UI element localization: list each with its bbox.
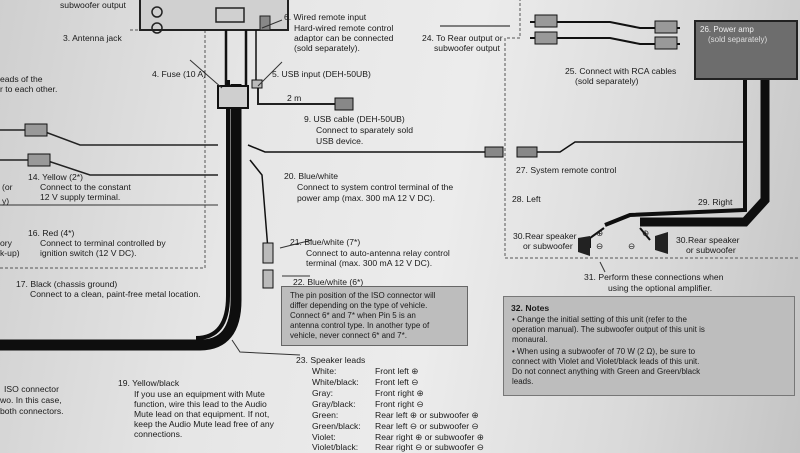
iso-note-line: vehicle, never connect 6* and 7*. [290,331,407,340]
red-lead-desc2: ignition switch (12 V DC). [40,248,137,258]
usb-cable-desc2: USB device. [316,136,364,146]
black-lead-desc: Connect to a clean, paint-free metal loc… [30,289,201,299]
iso-note-line: Connect 6* and 7* when Pin 5 is an [290,311,416,320]
wired-remote-title: 6. Wired remote input [284,12,367,22]
notes-line: Do not connect anything with Green and G… [512,367,701,376]
wired-remote-desc2: adaptor can be connected [294,33,394,43]
iso-note-box: The pin position of the ISO connector wi… [281,286,468,346]
left-fragment-each-other: r to each other. [0,84,58,94]
left-fragment-leads: eads of the [0,74,43,84]
speaker-lead-color: White/black: [312,377,359,387]
minus-terminal-left: ⊖ [596,241,604,251]
antenna-jack-label: 3. Antenna jack [63,33,122,43]
rear-right-speaker-label1: 30.Rear speaker [676,235,740,245]
rca-cables-label2: (sold separately) [575,76,639,86]
usb-cable-title: 9. USB cable (DEH-50UB) [304,114,405,124]
notes-line: • Change the initial setting of this uni… [512,315,687,324]
yellow-black-desc: Mute lead on that equipment. If not, [134,409,270,419]
wired-remote-desc3: (sold separately). [294,43,360,53]
iso-note-line: The pin position of the ISO connector wi… [290,291,436,300]
blue-white-7-desc1: Connect to auto-antenna relay control [306,248,450,258]
speaker-lead-desc: Front left ⊕ [375,366,419,376]
red-lead-title: 16. Red (4*) [28,228,75,238]
speaker-lead-desc: Rear right ⊕ or subwoofer ⊕ [375,432,484,442]
usb-cable-length: 2 m [287,93,302,103]
notes-line: • When using a subwoofer of 70 W (2 Ω), … [512,347,696,356]
red-lead-desc1: Connect to terminal controlled by [40,238,166,248]
power-amp-box [694,20,798,80]
power-amp-label2: (sold separately) [708,35,768,44]
left-fragment-or: (or [2,182,13,192]
notes-line: monaural. [512,335,548,344]
left-fragment-y: y) [2,196,10,206]
blue-white-20-desc2: power amp (max. 300 mA 12 V DC). [297,193,436,203]
speaker-lead-desc: Front left ⊖ [375,377,419,387]
right-speaker-label: 29. Right [698,197,733,207]
blue-white-7-desc2: terminal (max. 300 mA 12 V DC). [306,258,433,268]
rear-output-label1: 24. To Rear output or [422,33,503,43]
subwoofer-output-label: subwoofer output [60,0,126,10]
plus-terminal-right: ⊕ [642,228,650,238]
speaker-lead-desc: Front right ⊕ [375,388,424,398]
yellow-lead-title: 14. Yellow (2*) [28,172,83,182]
rca-cables-label1: 25. Connect with RCA cables [565,66,677,76]
iso-note-line: differ depending on the type of vehicle. [290,301,428,310]
blue-white-20-desc1: Connect to system control terminal of th… [297,182,454,192]
blue-white-20-title: 20. Blue/white [284,171,338,181]
speaker-lead-color: White: [312,366,337,376]
iso-connector-frag: ISO connector [4,384,59,394]
iso-two-frag: wo. In this case, [0,395,62,405]
optional-amp-note2: using the optional amplifier. [608,283,713,293]
rear-right-speaker-label2: or subwoofer [686,245,736,255]
yellow-black-desc: keep the Audio Mute lead free of any [134,419,274,429]
blue-white-7-title: 21. Blue/white (7*) [290,237,361,247]
rear-output-label2: subwoofer output [434,43,500,53]
notes-title: 32. Notes [511,303,550,313]
speaker-leads-title: 23. Speaker leads [296,355,366,365]
optional-amp-note1: 31. Perform these connections when [584,272,724,282]
black-lead-title: 17. Black (chassis ground) [16,279,118,289]
speaker-lead-desc: Rear right ⊖ or subwoofer ⊖ [375,442,484,452]
yellow-lead-desc1: Connect to the constant [40,182,131,192]
speaker-lead-color: Green/black: [312,421,361,431]
wired-remote-desc1: Hard-wired remote control [294,23,394,33]
yellow-lead-desc2: 12 V supply terminal. [40,192,121,202]
plus-terminal-left: ⊕ [596,228,604,238]
left-speaker-label: 28. Left [512,194,541,204]
speaker-lead-color: Green: [312,410,339,420]
speaker-lead-color: Violet: [312,432,336,442]
speaker-lead-desc: Rear left ⊕ or subwoofer ⊕ [375,410,479,420]
notes-line: connect with Violet and Violet/black lea… [512,357,700,366]
fuse-label: 4. Fuse (10 A) [152,69,206,79]
notes-line: leads. [512,377,534,386]
yellow-black-desc: If you use an equipment with Mute [134,389,265,399]
yellow-black-title: 19. Yellow/black [118,378,180,388]
system-remote-label: 27. System remote control [516,165,617,175]
usb-cable-desc1: Connect to sparately sold [316,125,413,135]
blue-white-6-title: 22. Blue/white (6*) [293,277,364,287]
usb-input-label: 5. USB input (DEH-50UB) [272,69,371,79]
notes-box: 32. Notes • Change the initial setting o… [503,296,795,396]
left-fragment-kup: k-up) [0,248,20,258]
speaker-lead-color: Violet/black: [312,442,359,452]
left-fragment-ory: ory [0,238,12,248]
yellow-black-desc: function, wire this lead to the Audio [134,399,267,409]
iso-both-frag: both connectors. [0,406,64,416]
speaker-lead-color: Gray/black: [312,399,356,409]
rear-left-speaker-label2: or subwoofer [523,241,573,251]
rear-left-speaker-label1: 30.Rear speaker [513,231,577,241]
speaker-lead-desc: Rear left ⊖ or subwoofer ⊖ [375,421,479,431]
speaker-lead-color: Gray: [312,388,334,398]
power-amp-label1: 26. Power amp [700,25,754,34]
iso-note-line: antenna control type. In another type of [290,321,430,330]
notes-line: operation manual). The subwoofer output … [512,325,705,334]
yellow-black-desc: connections. [134,429,183,439]
speaker-lead-desc: Front right ⊖ [375,399,424,409]
minus-terminal-right: ⊖ [628,241,636,251]
